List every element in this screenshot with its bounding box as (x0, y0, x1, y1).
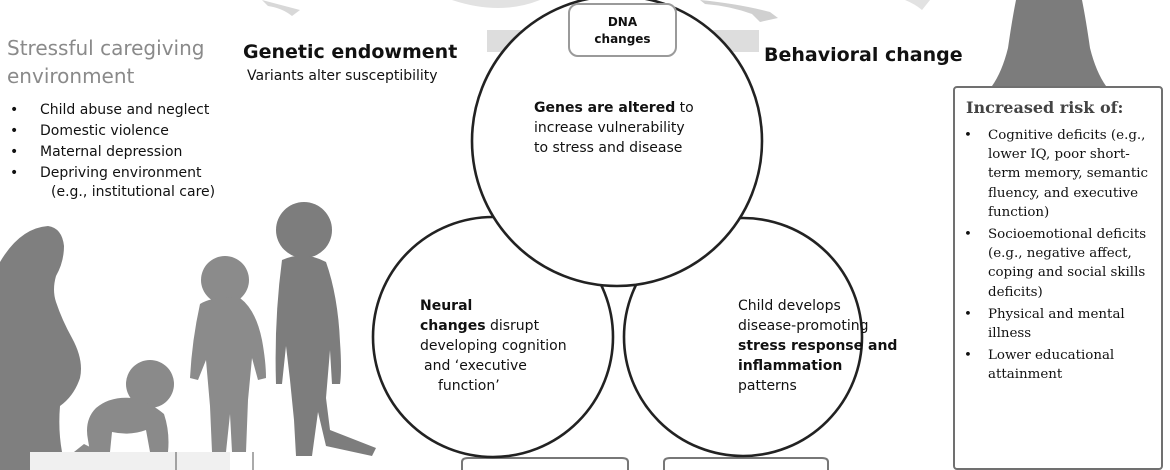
dna-changes-box: DNA changes (568, 3, 677, 57)
silhouette-toddler (190, 256, 266, 452)
neural-line-5: function’ (438, 378, 500, 394)
arrow-right-decor (700, 0, 778, 22)
list-item: Maternal depression (8, 142, 248, 163)
risk-header: Increased risk of: (966, 98, 1124, 117)
list-item: Socioemotional deficits (e.g., negative … (963, 225, 1159, 302)
stress-line-2: disease-promoting (738, 318, 869, 334)
arrow-far-right-decor (905, 0, 930, 10)
dna-line-2: changes (594, 32, 651, 46)
circle-genes (470, 0, 764, 288)
genes-rest: to (675, 100, 694, 116)
circle-stress (622, 216, 864, 458)
neural-circle-text: Neural changes disrupt developing cognit… (420, 296, 567, 396)
stress-bold-4: inflammation (738, 358, 843, 374)
list-item: Domestic violence (8, 121, 248, 142)
silhouette-pregnant-woman (0, 226, 81, 470)
list-item: Lower educational attainment (963, 346, 1159, 384)
environment-list: Child abuse and neglect Domestic violenc… (8, 100, 248, 184)
dna-line-1: DNA (607, 15, 638, 29)
list-item-continuation: (e.g., institutional care) (51, 184, 216, 200)
genetic-subtitle: Variants alter susceptibility (247, 68, 438, 84)
list-item: Cognitive deficits (e.g., lower IQ, poor… (963, 126, 1159, 222)
neural-line-4: and ‘executive (424, 358, 527, 374)
neural-bold-1: Neural (420, 298, 473, 314)
silhouette-adult-right (992, 0, 1106, 86)
genes-line-3: to stress and disease (534, 140, 683, 156)
stress-line-1: Child develops (738, 298, 841, 314)
environment-title: Stressful caregiving environment (7, 36, 205, 88)
stress-line-5: patterns (738, 378, 797, 394)
list-item: Physical and mental illness (963, 305, 1159, 343)
bottom-box-right (663, 457, 829, 470)
genes-line-2: increase vulnerability (534, 120, 685, 136)
stress-bold-3: stress response and (738, 338, 898, 354)
arrow-center-decor (452, 0, 540, 8)
list-item: Depriving environment (8, 163, 248, 184)
behavioral-title: Behavioral change (764, 44, 963, 66)
risk-list: Cognitive deficits (e.g., lower IQ, poor… (963, 126, 1159, 388)
genes-circle-text: Genes are altered to increase vulnerabil… (534, 98, 694, 158)
list-item: Child abuse and neglect (8, 100, 248, 121)
genetic-title: Genetic endowment (243, 41, 458, 63)
stress-circle-text: Child develops disease-promoting stress … (738, 296, 897, 396)
bottom-box-left (461, 457, 629, 470)
arrow-left-decor (262, 0, 300, 16)
silhouette-child (275, 202, 376, 456)
neural-rest: disrupt (485, 318, 540, 334)
neural-bold-2: changes (420, 318, 486, 334)
silhouette-crawling-baby (74, 360, 174, 452)
neural-line-3: developing cognition (420, 338, 567, 354)
genes-bold: Genes are altered (534, 100, 676, 116)
risk-box: Increased risk of: Cognitive deficits (e… (953, 86, 1163, 470)
floor-strip (30, 452, 230, 470)
